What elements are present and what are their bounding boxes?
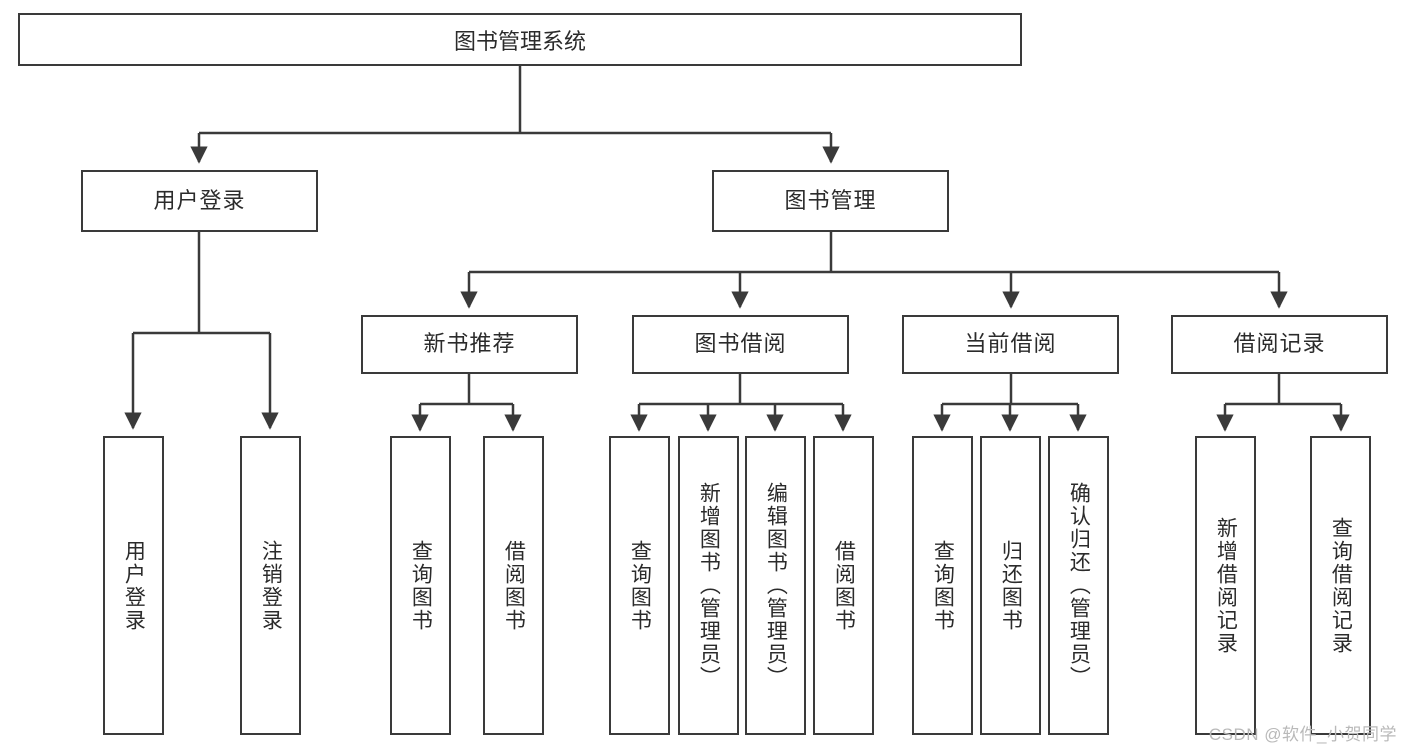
leaf-label: 用户登录 <box>122 539 146 632</box>
leaf-label: 编辑图书（管理员） <box>764 482 788 689</box>
leaf-label: 确认归还（管理员） <box>1067 482 1091 689</box>
leaf-current-confirm-return-admin[interactable]: 确认归还（管理员） <box>1048 436 1109 735</box>
node-current-borrow[interactable]: 当前借阅 <box>902 315 1119 374</box>
leaf-recommend-borrow-book[interactable]: 借阅图书 <box>483 436 544 735</box>
leaf-label: 借阅图书 <box>502 539 526 632</box>
leaf-label: 注销登录 <box>259 539 283 632</box>
node-book-management[interactable]: 图书管理 <box>712 170 949 232</box>
leaf-borrow-edit-book-admin[interactable]: 编辑图书（管理员） <box>745 436 806 735</box>
node-new-book-recommend[interactable]: 新书推荐 <box>361 315 578 374</box>
leaf-record-query-record[interactable]: 查询借阅记录 <box>1310 436 1371 735</box>
leaf-current-return-book[interactable]: 归还图书 <box>980 436 1041 735</box>
leaf-borrow-add-book-admin[interactable]: 新增图书（管理员） <box>678 436 739 735</box>
leaf-record-add-record[interactable]: 新增借阅记录 <box>1195 436 1256 735</box>
leaf-borrow-query-book[interactable]: 查询图书 <box>609 436 670 735</box>
leaf-label: 新增图书（管理员） <box>697 482 721 689</box>
node-root-system[interactable]: 图书管理系统 <box>18 13 1022 66</box>
watermark-text: CSDN @软件_小贺同学 <box>1208 725 1397 744</box>
node-label: 图书借阅 <box>694 331 787 357</box>
leaf-label: 查询图书 <box>628 539 652 632</box>
leaf-label: 借阅图书 <box>832 539 856 632</box>
leaf-label: 归还图书 <box>999 539 1023 632</box>
leaf-borrow-borrow-book[interactable]: 借阅图书 <box>813 436 874 735</box>
node-label: 用户登录 <box>153 187 246 213</box>
node-user-login[interactable]: 用户登录 <box>81 170 318 232</box>
node-label: 新书推荐 <box>423 331 516 357</box>
node-label: 图书管理 <box>784 187 877 213</box>
leaf-label: 查询图书 <box>409 539 433 632</box>
node-label: 借阅记录 <box>1233 331 1326 357</box>
leaf-label: 查询图书 <box>931 539 955 632</box>
node-label: 图书管理系统 <box>453 28 586 54</box>
leaf-recommend-query-book[interactable]: 查询图书 <box>390 436 451 735</box>
node-book-borrow[interactable]: 图书借阅 <box>632 315 849 374</box>
leaf-label: 新增借阅记录 <box>1214 516 1238 655</box>
leaf-current-query-book[interactable]: 查询图书 <box>912 436 973 735</box>
node-borrow-record[interactable]: 借阅记录 <box>1171 315 1388 374</box>
node-label: 当前借阅 <box>964 331 1057 357</box>
leaf-label: 查询借阅记录 <box>1329 516 1353 655</box>
leaf-user-login-logout[interactable]: 注销登录 <box>240 436 301 735</box>
leaf-user-login-login[interactable]: 用户登录 <box>103 436 164 735</box>
